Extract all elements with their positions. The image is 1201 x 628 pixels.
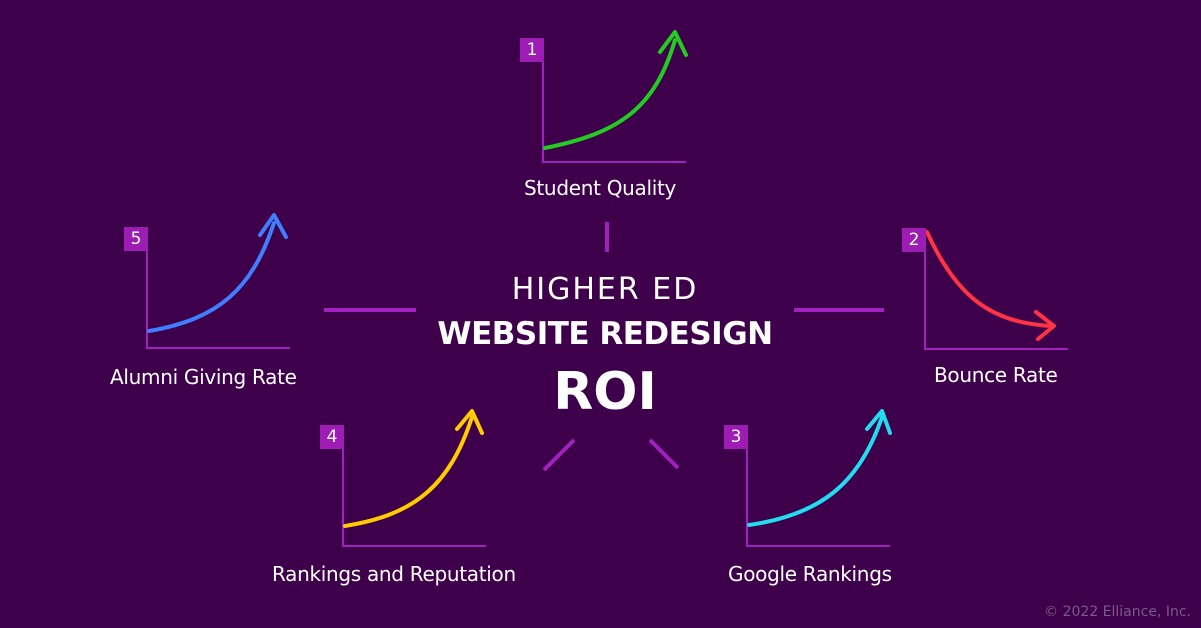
panel-rankings-and-reputation: 4 — [320, 409, 490, 550]
connector-bottom-left — [542, 438, 576, 472]
growth-chart-up — [542, 30, 688, 163]
panel-alumni-giving-rate: 5 — [124, 213, 294, 352]
copyright-notice: © 2022 Elliance, Inc. — [1044, 604, 1191, 620]
growth-chart-up — [342, 409, 486, 547]
label-bounce-rate: Bounce Rate — [934, 363, 1058, 387]
title-line-1: HIGHER ED — [511, 272, 699, 307]
center-title: HIGHER ED WEBSITE REDESIGN ROI — [400, 268, 810, 422]
panel-number-badge: 5 — [124, 227, 148, 251]
connector-bottom-right — [648, 438, 680, 470]
label-student-quality: Student Quality — [524, 176, 677, 200]
panel-number-badge: 1 — [520, 38, 544, 62]
panel-student-quality: 1 — [520, 30, 690, 168]
panel-number-badge: 3 — [724, 425, 748, 449]
panel-google-rankings: 3 — [724, 409, 894, 550]
panel-number-badge: 4 — [320, 425, 344, 449]
panel-bounce-rate: 2 — [902, 228, 1072, 358]
growth-chart-up — [146, 213, 290, 349]
title-line-2: WEBSITE REDESIGN — [437, 316, 773, 352]
title-line-3: ROI — [553, 362, 657, 422]
label-google-rankings: Google Rankings — [728, 562, 892, 586]
growth-chart-up — [746, 409, 892, 547]
label-alumni-giving-rate: Alumni Giving Rate — [110, 365, 297, 389]
decline-chart-down — [924, 230, 1068, 350]
panel-number-badge: 2 — [902, 228, 926, 252]
label-rankings-and-reputation: Rankings and Reputation — [272, 562, 516, 586]
